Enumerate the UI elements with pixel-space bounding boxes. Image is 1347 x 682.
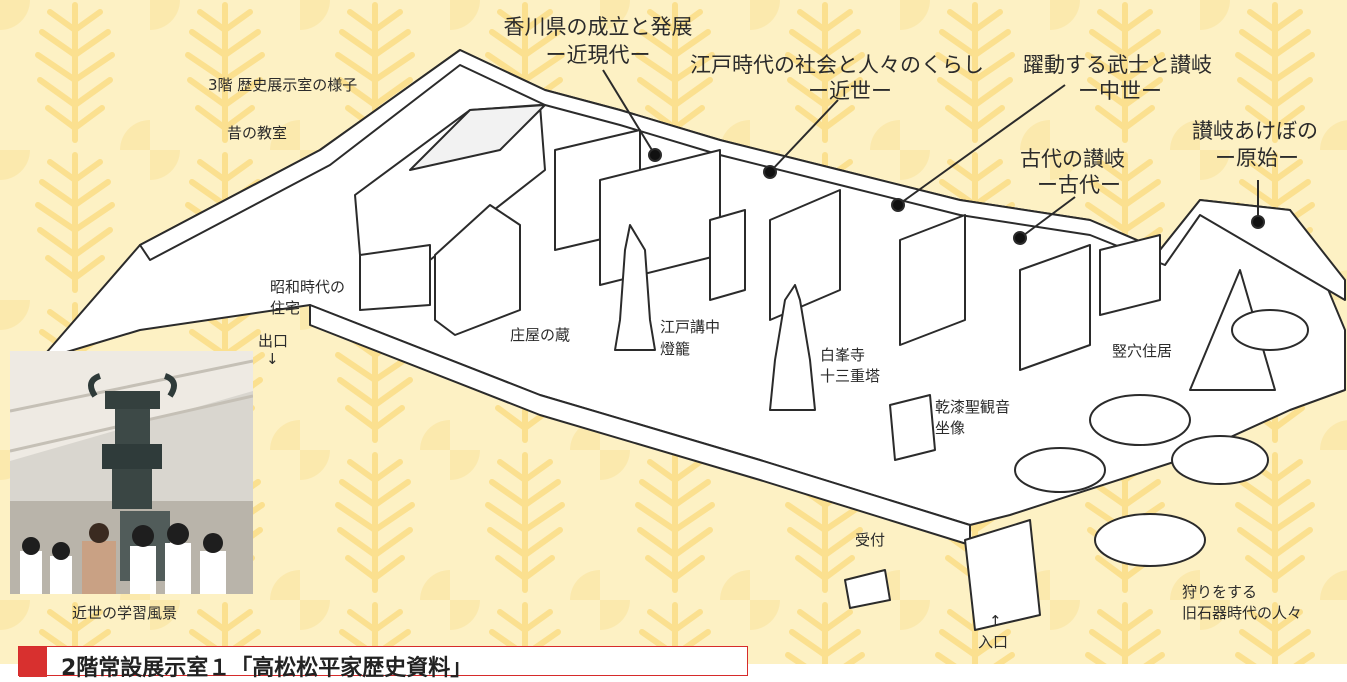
- title-edo-era: ー近世ー: [808, 79, 892, 103]
- exit-arrow-icon: ↓: [266, 350, 279, 368]
- label-kannon-line2: 坐像: [935, 419, 966, 437]
- label-showa-house-line2: 住宅: [270, 299, 301, 317]
- section-banner: 2階常設展示室１「高松松平家歴史資料」: [18, 646, 748, 681]
- edo-lantern: [614, 224, 656, 351]
- label-reception: 受付: [855, 531, 886, 549]
- label-hunting-line2: 旧石器時代の人々: [1182, 604, 1303, 622]
- label-hunting-line1: 狩りをする: [1182, 583, 1258, 601]
- pagoda: [769, 284, 816, 411]
- label-pagoda-line2: 十三重塔: [820, 367, 881, 385]
- title-ancient-sanuki: 古代の讃岐: [1020, 147, 1125, 171]
- floor-label: 3階 歴史展示室の様子: [208, 76, 358, 94]
- title-kagawa-formation: 香川県の成立と発展: [503, 15, 693, 39]
- label-entrance: 入口: [978, 633, 1009, 651]
- title-samurai-era: ー中世ー: [1078, 79, 1162, 103]
- label-exit: 出口: [258, 332, 289, 350]
- photo-caption: 近世の学習風景: [72, 604, 178, 622]
- label-pit-house: 竪穴住居: [1112, 342, 1173, 360]
- entrance-diorama: [964, 519, 1041, 631]
- title-edo-society: 江戸時代の社会と人々のくらし: [690, 53, 984, 77]
- back-wall: [139, 49, 1346, 301]
- banner-title: 2階常設展示室１「高松松平家歴史資料」: [61, 656, 473, 681]
- label-shoya-storehouse: 庄屋の蔵: [510, 326, 571, 344]
- label-edo-lantern-line1: 江戸講中: [660, 318, 721, 336]
- reception-desk: [844, 569, 891, 609]
- showa-house: [359, 244, 431, 311]
- kannon-case: [889, 394, 936, 461]
- banner-marker: [19, 647, 47, 677]
- title-samurai-sanuki: 躍動する武士と讃岐: [1023, 53, 1212, 77]
- label-showa-house-line1: 昭和時代の: [270, 278, 346, 296]
- shoya-storehouse: [434, 204, 521, 336]
- title-sanuki-dawn: 讃岐あけぼの: [1192, 119, 1318, 143]
- title-dawn-era: ー原始ー: [1215, 146, 1299, 170]
- title-kagawa-era: ー近現代ー: [545, 43, 651, 67]
- label-old-classroom: 昔の教室: [227, 124, 288, 142]
- label-pagoda-line1: 白峯寺: [820, 346, 866, 364]
- entrance-arrow-icon: ↑: [989, 612, 1002, 630]
- learning-scene-photo: [10, 351, 253, 594]
- title-ancient-era: ー古代ー: [1037, 173, 1121, 197]
- label-kannon-line1: 乾漆聖観音: [935, 398, 1011, 416]
- label-edo-lantern-line2: 燈籠: [660, 340, 691, 358]
